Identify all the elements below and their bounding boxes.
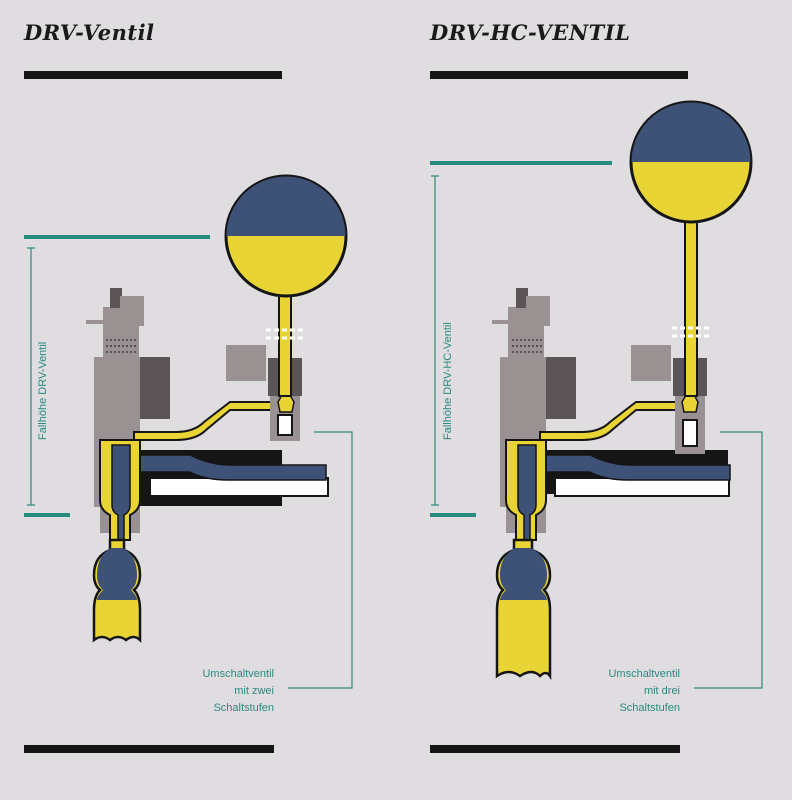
valve-spring xyxy=(106,339,136,353)
height-bracket xyxy=(431,175,439,506)
callout-line-3: Schaltstufen xyxy=(619,702,680,714)
valve-lever xyxy=(86,320,104,324)
height-label-drv: Fallhöhe DRV-Ventil xyxy=(37,341,49,440)
top-level-marker xyxy=(24,235,210,239)
diagram-drv xyxy=(24,71,353,753)
switch-valve-housing xyxy=(226,345,266,381)
callout-drv-hc: Umschaltventil mit drei Schaltstufen xyxy=(540,666,680,717)
tank-nitrogen xyxy=(631,102,751,162)
switch-valve-cap xyxy=(277,414,293,436)
callout-line-1: Umschaltventil xyxy=(608,668,680,680)
blue-tube xyxy=(139,454,327,481)
footer-bar xyxy=(430,745,680,753)
height-label-drv-hc: Fallhöhe DRV-HC-Ventil xyxy=(442,322,454,440)
valve-knob xyxy=(110,288,122,308)
callout-line xyxy=(694,431,763,689)
bottle-blue-fill xyxy=(500,548,547,600)
tank-riser xyxy=(684,214,698,397)
valve-lever xyxy=(492,320,510,324)
callout-drv: Umschaltventil mit zwei Schaltstufen xyxy=(134,666,274,717)
bottom-level-marker xyxy=(24,513,70,517)
valve-side-block xyxy=(546,357,576,419)
switch-valve-channel xyxy=(277,394,295,413)
header-bar xyxy=(24,71,282,79)
valve-knob xyxy=(516,288,528,308)
valve-side-block xyxy=(140,357,170,419)
header-bar xyxy=(430,71,688,79)
switch-valve-cap xyxy=(682,419,698,447)
bottle-blue-fill xyxy=(97,548,137,600)
switch-valve-housing xyxy=(631,345,671,381)
callout-line-2: mit drei xyxy=(643,685,680,697)
callout-line xyxy=(288,431,353,689)
callout-line-3: Schaltstufen xyxy=(213,702,274,714)
switch-valve-channel xyxy=(681,394,699,413)
callout-line-2: mit zwei xyxy=(234,685,274,697)
valve-spring xyxy=(512,339,542,353)
blue-tube xyxy=(539,454,731,481)
valve-knob-plate xyxy=(526,296,550,326)
height-bracket xyxy=(27,247,35,506)
valve-knob-plate xyxy=(120,296,144,326)
riser-clamp xyxy=(266,328,304,340)
riser-clamp xyxy=(672,326,710,338)
panel-title-drv: DRV-Ventil xyxy=(24,20,155,45)
tank-nitrogen xyxy=(226,176,346,236)
top-level-marker xyxy=(430,161,612,165)
tank-riser xyxy=(278,289,292,397)
diagram-drv-hc xyxy=(430,71,763,753)
callout-line-1: Umschaltventil xyxy=(202,668,274,680)
bottom-level-marker xyxy=(430,513,476,517)
panel-title-drv-hc: DRV-HC-VENTIL xyxy=(430,20,631,45)
footer-bar xyxy=(24,745,274,753)
